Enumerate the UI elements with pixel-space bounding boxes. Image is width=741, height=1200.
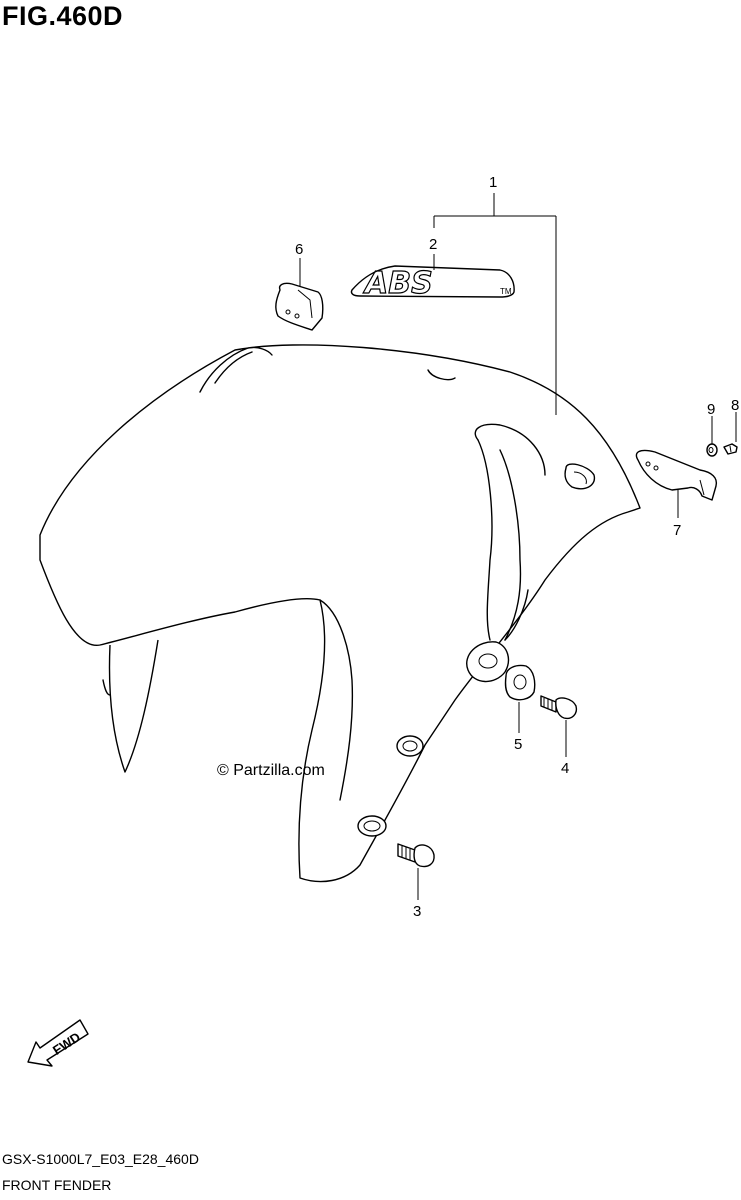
- callout-7: 7: [673, 522, 681, 539]
- nut-9[interactable]: [706, 443, 718, 457]
- bolt-4[interactable]: [540, 695, 578, 720]
- bolt-3[interactable]: [397, 843, 435, 868]
- watermark: © Partzilla.com: [217, 762, 325, 779]
- callout-8: 8: [731, 397, 739, 414]
- abs-emblem-suffix: TM: [500, 287, 512, 296]
- model-code: GSX-S1000L7_E03_E28_460D: [2, 1151, 199, 1167]
- abs-emblem[interactable]: ABS TM: [350, 265, 515, 302]
- front-fender[interactable]: [39, 344, 641, 883]
- callout-5: 5: [514, 736, 522, 753]
- section-name: FRONT FENDER: [2, 1177, 112, 1193]
- screw-8[interactable]: [723, 443, 738, 455]
- bracket-6[interactable]: [275, 282, 324, 331]
- callout-9: 9: [707, 401, 715, 418]
- callout-2: 2: [429, 236, 437, 253]
- callout-6: 6: [295, 241, 303, 258]
- callout-1: 1: [489, 174, 497, 191]
- callout-4: 4: [561, 760, 569, 777]
- callout-3: 3: [413, 903, 421, 920]
- bracket-7[interactable]: [635, 449, 718, 501]
- figure-title: FIG.460D: [2, 1, 124, 31]
- cushion-5[interactable]: [504, 664, 536, 701]
- leader-lines: [299, 193, 737, 900]
- fwd-arrow: FWD: [27, 1019, 89, 1067]
- abs-emblem-text: ABS: [363, 266, 433, 301]
